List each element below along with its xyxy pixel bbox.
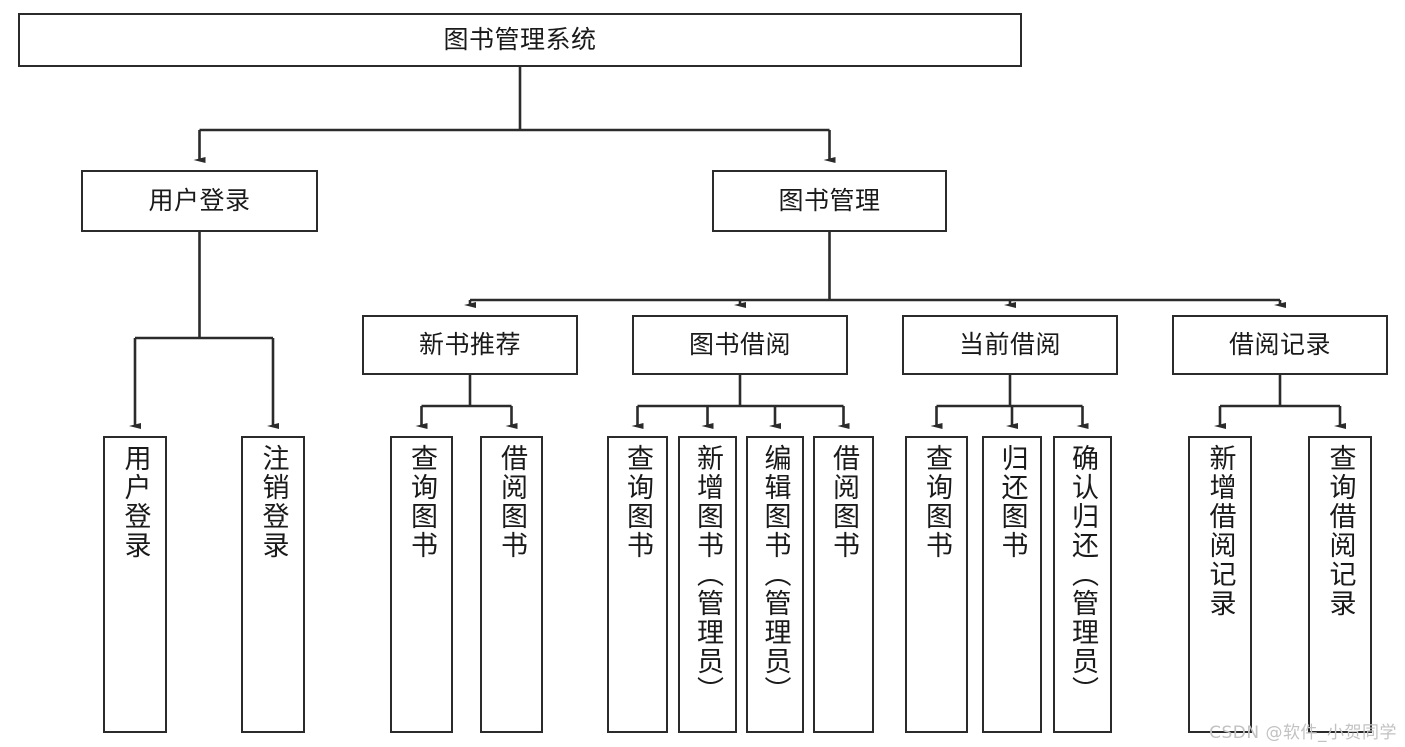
leaf-query-books-2[interactable]: 查询图书 <box>607 436 668 733</box>
leaf-query-books-3[interactable]: 查询图书 <box>905 436 968 733</box>
node-label: 图书借阅 <box>688 330 791 360</box>
node-label: 编辑图书（管理员） <box>759 444 791 705</box>
leaf-confirm-return[interactable]: 确认归还（管理员） <box>1053 436 1112 733</box>
node-borrow-record[interactable]: 借阅记录 <box>1172 315 1388 375</box>
watermark: CSDN @软件_小贺同学 <box>1209 723 1397 743</box>
node-root[interactable]: 图书管理系统 <box>18 13 1022 67</box>
node-label: 用户登录 <box>148 186 251 216</box>
leaf-query-books-1[interactable]: 查询图书 <box>390 436 453 733</box>
node-label: 查询借阅记录 <box>1324 444 1356 618</box>
node-label: 注销登录 <box>257 444 289 560</box>
leaf-user-login[interactable]: 用户登录 <box>103 436 167 733</box>
node-label: 借阅图书 <box>828 444 859 560</box>
node-label: 查询图书 <box>622 444 653 560</box>
leaf-borrow-books-1[interactable]: 借阅图书 <box>480 436 543 733</box>
node-label: 新增图书（管理员） <box>692 444 723 705</box>
node-current-borrow[interactable]: 当前借阅 <box>902 315 1118 375</box>
node-new-book-recommend[interactable]: 新书推荐 <box>362 315 578 375</box>
leaf-borrow-books-2[interactable]: 借阅图书 <box>813 436 874 733</box>
node-label: 归还图书 <box>996 444 1028 560</box>
node-label: 新书推荐 <box>418 330 521 360</box>
node-book-management[interactable]: 图书管理 <box>712 170 947 232</box>
node-label: 查询图书 <box>921 444 952 560</box>
node-label: 用户登录 <box>119 444 151 560</box>
node-label: 借阅记录 <box>1228 330 1331 360</box>
leaf-edit-book[interactable]: 编辑图书（管理员） <box>746 436 804 733</box>
node-book-borrow[interactable]: 图书借阅 <box>632 315 848 375</box>
leaf-add-record[interactable]: 新增借阅记录 <box>1188 436 1252 733</box>
node-label: 查询图书 <box>406 444 437 560</box>
node-label: 图书管理 <box>778 186 881 216</box>
leaf-logout[interactable]: 注销登录 <box>241 436 305 733</box>
node-label: 借阅图书 <box>496 444 527 560</box>
node-label: 当前借阅 <box>958 330 1061 360</box>
node-label: 新增借阅记录 <box>1204 444 1236 618</box>
node-label: 图书管理系统 <box>443 25 597 55</box>
node-label: 确认归还（管理员） <box>1067 444 1098 705</box>
leaf-add-book[interactable]: 新增图书（管理员） <box>678 436 737 733</box>
leaf-return-books[interactable]: 归还图书 <box>982 436 1042 733</box>
leaf-query-record[interactable]: 查询借阅记录 <box>1308 436 1372 733</box>
node-user-login[interactable]: 用户登录 <box>81 170 318 232</box>
